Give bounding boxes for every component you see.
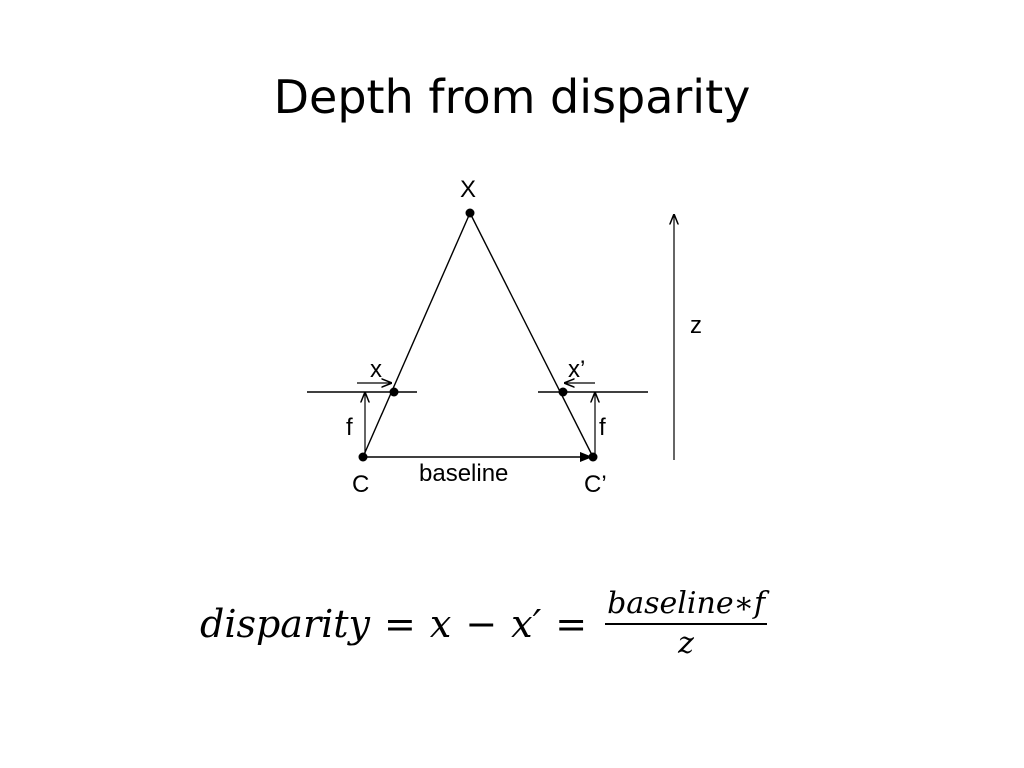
left-camera-dot — [358, 452, 368, 462]
right-camera-dot — [588, 452, 598, 462]
formula-x: x — [429, 602, 452, 646]
baseline-label: baseline — [419, 460, 508, 487]
formula-denominator: z — [678, 626, 694, 661]
scene-point-dot — [465, 208, 475, 218]
formula-fraction: baseline∗f z — [605, 589, 768, 661]
depth-label: z — [690, 312, 702, 339]
formula-x-prime: x′ — [511, 602, 542, 646]
formula-disparity: disparity — [200, 602, 371, 646]
right-camera-label: C’ — [584, 471, 607, 498]
left-camera-label: C — [352, 471, 369, 498]
right-focal-label: f — [599, 414, 606, 441]
right-image-point-dot — [558, 387, 568, 397]
slide-title: Depth from disparity — [273, 70, 751, 124]
left-focal-label: f — [346, 414, 353, 441]
formula-numerator: baseline∗f — [605, 589, 768, 625]
disparity-formula: disparity = x − x′ = baseline∗f z — [200, 586, 880, 662]
scene-point-label: X — [460, 176, 476, 203]
formula-equals-2: = — [555, 602, 588, 646]
left-image-point-label: x — [370, 356, 382, 383]
formula-minus: − — [465, 602, 498, 646]
left-image-point-dot — [389, 387, 399, 397]
left-projection-ray — [362, 212, 471, 458]
formula-equals-1: = — [384, 602, 416, 646]
right-image-point-label: x’ — [568, 356, 585, 383]
right-projection-ray — [469, 212, 594, 458]
